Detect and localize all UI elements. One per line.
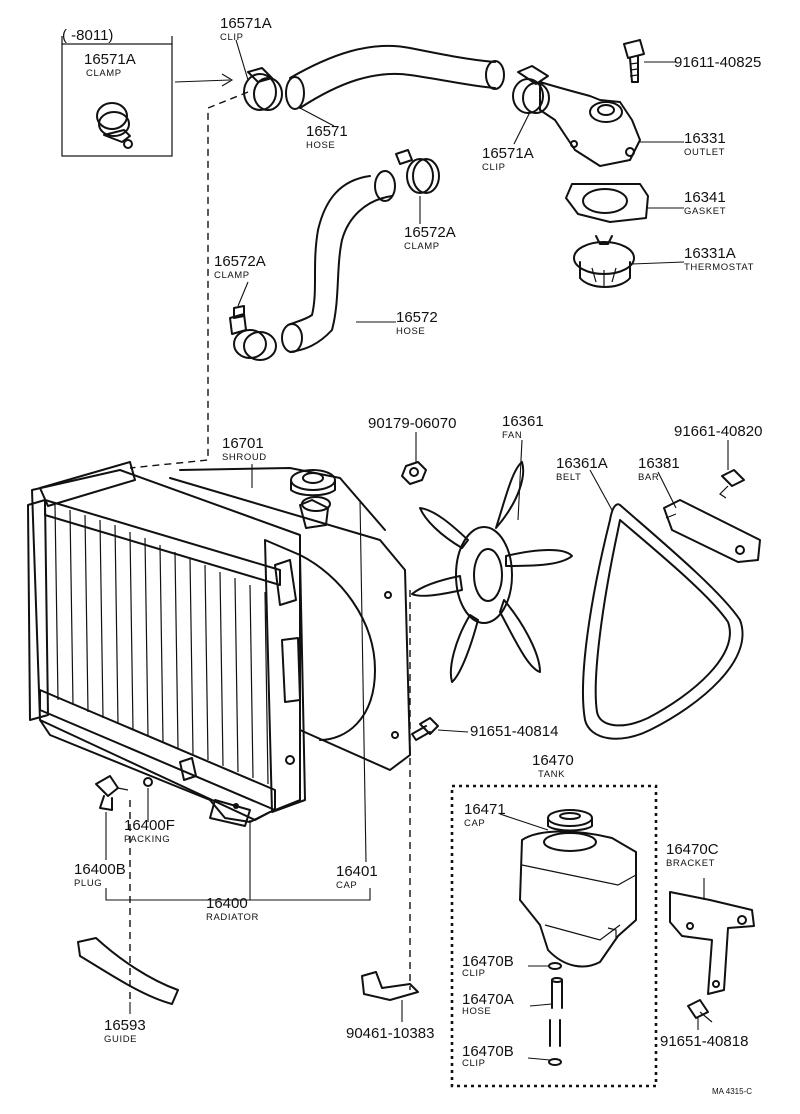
part-name: HOSE: [462, 1006, 492, 1017]
inset-header: ( -8011): [62, 27, 114, 44]
part-name: GUIDE: [104, 1034, 138, 1045]
part-name: BELT: [556, 472, 582, 483]
part-name: CLAMP: [86, 68, 122, 79]
part-name: CAP: [336, 880, 358, 891]
part-name: RADIATOR: [206, 912, 260, 923]
shroud-drawing: [169, 467, 411, 771]
part-number: 16331: [684, 130, 726, 147]
part-number: 16470B: [462, 1043, 514, 1060]
part-number: 16361A: [556, 455, 608, 472]
part-number: 16470: [532, 752, 574, 769]
inset-clamp-drawing: [61, 36, 234, 157]
part-number: 16571: [306, 123, 348, 140]
part-name: PLUG: [74, 878, 103, 889]
bar-drawing: [663, 469, 761, 563]
small-parts-drawing: [77, 775, 419, 1005]
diagram-code: MA 4315-C: [712, 1087, 753, 1096]
part-number: 16470A: [462, 991, 514, 1008]
part-number: 16572: [396, 309, 438, 326]
part-number: 16593: [104, 1017, 146, 1034]
part-number: 16470B: [462, 953, 514, 970]
water-outlet-drawing: [539, 81, 641, 167]
part-number: 16470C: [666, 841, 719, 858]
leader-lines: [105, 39, 729, 1061]
part-number: 16341: [684, 189, 726, 206]
part-name: CLAMP: [404, 241, 440, 252]
part-number: 16331A: [684, 245, 736, 262]
bolt-91611-drawing: [623, 39, 645, 83]
part-number: 16471: [464, 801, 506, 818]
part-number: 16572A: [404, 224, 456, 241]
part-name: TANK: [538, 769, 566, 780]
part-number: 16701: [222, 435, 264, 452]
part-number: 16400F: [124, 817, 175, 834]
part-number: 16571A: [84, 51, 136, 68]
part-name: THERMOSTAT: [684, 262, 755, 273]
part-name: CLIP: [482, 162, 506, 173]
part-name: BAR: [638, 472, 660, 483]
part-number: 91661-40820: [674, 423, 763, 440]
part-number: 16571A: [220, 15, 272, 32]
belt-drawing: [581, 503, 744, 740]
gasket-drawing: [565, 183, 649, 223]
reserve-tank-drawing: [519, 809, 637, 1066]
part-name: CAP: [464, 818, 486, 829]
tank-bracket-drawing: [669, 891, 755, 1023]
part-name: CLIP: [462, 968, 486, 979]
part-number: 16400B: [74, 861, 126, 878]
bolt-91651a-drawing: [411, 717, 439, 741]
part-name: SHROUD: [222, 452, 267, 463]
fan-drawing: [411, 461, 573, 683]
part-number: 16572A: [214, 253, 266, 270]
radiator-drawing: [27, 461, 331, 827]
reference-lines: [129, 91, 658, 1088]
part-number: 16400: [206, 895, 248, 912]
part-number: 16361: [502, 413, 544, 430]
part-name: BRACKET: [666, 858, 716, 869]
part-number: 91651-40818: [660, 1033, 749, 1050]
part-number: 16571A: [482, 145, 534, 162]
part-name: CLIP: [462, 1058, 486, 1069]
thermostat-drawing: [573, 235, 635, 288]
part-name: PACKING: [124, 834, 171, 845]
part-name: CLIP: [220, 32, 244, 43]
lower-hose-drawing: [229, 149, 440, 361]
part-name: FAN: [502, 430, 523, 441]
part-number: 91611-40825: [674, 54, 762, 71]
part-name: HOSE: [306, 140, 336, 151]
part-name: CLAMP: [214, 270, 250, 281]
part-name: OUTLET: [684, 147, 726, 158]
part-number: 90461-10383: [346, 1025, 435, 1042]
part-number: 91651-40814: [470, 723, 559, 740]
part-name: HOSE: [396, 326, 426, 337]
part-number: 16381: [638, 455, 680, 472]
nut-90179-drawing: [401, 461, 427, 485]
part-number: 90179-06070: [368, 415, 457, 432]
upper-hose-drawing: [243, 44, 550, 114]
part-number: 16401: [336, 863, 378, 880]
part-name: GASKET: [684, 206, 727, 217]
